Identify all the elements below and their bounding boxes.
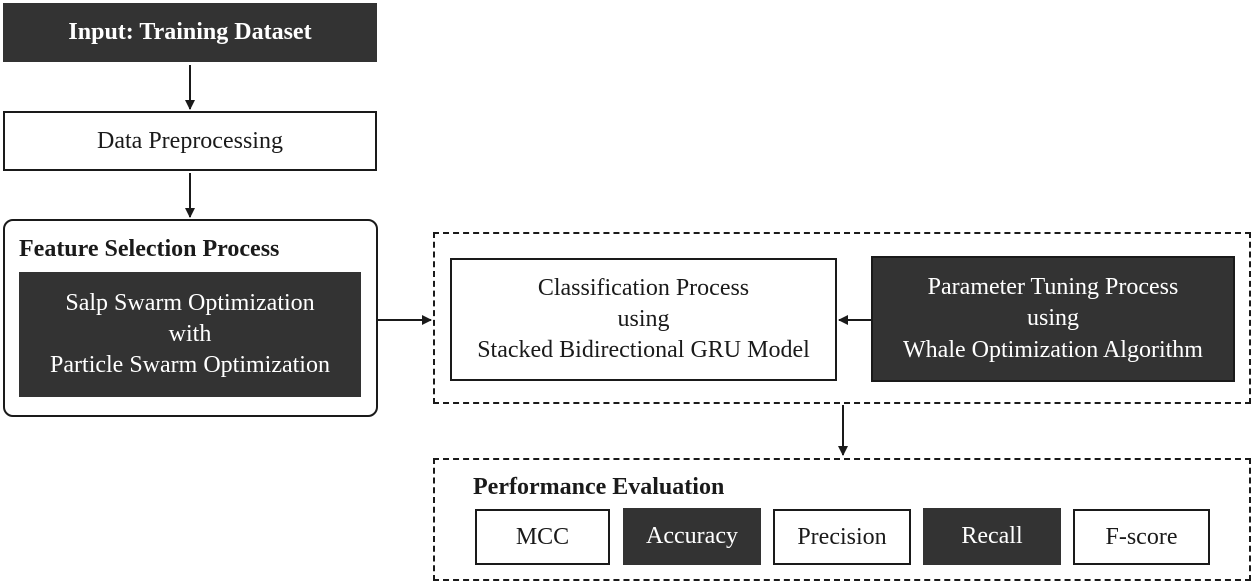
performance-evaluation-container: Performance Evaluation <box>433 458 1251 581</box>
tuning-line-2: using <box>1026 305 1079 332</box>
tuning-line-1: Parameter Tuning Process <box>927 274 1179 301</box>
classification-process-node: Classification Process using Stacked Bid… <box>450 258 837 381</box>
metric-mcc: MCC <box>475 509 610 565</box>
preprocessing-label: Data Preprocessing <box>97 127 283 154</box>
performance-evaluation-title: Performance Evaluation <box>473 474 725 500</box>
classification-line-3: Stacked Bidirectional GRU Model <box>477 337 810 364</box>
feature-selection-title: Feature Selection Process <box>19 236 280 262</box>
tuning-line-3: Whale Optimization Algorithm <box>903 336 1203 363</box>
metric-accuracy-label: Accuracy <box>646 523 738 549</box>
input-label: Input: Training Dataset <box>68 19 312 45</box>
data-preprocessing-node: Data Preprocessing <box>3 111 377 171</box>
method-line-3: Particle Swarm Optimization <box>50 352 330 379</box>
method-line-1: Salp Swarm Optimization <box>65 289 315 316</box>
metric-recall: Recall <box>923 508 1061 565</box>
method-line-2: with <box>168 320 212 347</box>
salp-pso-method-node: Salp Swarm Optimization with Particle Sw… <box>19 272 361 397</box>
classification-line-1: Classification Process <box>537 274 750 301</box>
metric-mcc-label: MCC <box>515 523 570 550</box>
metric-f-score-label: F-score <box>1105 523 1178 550</box>
metric-precision-label: Precision <box>797 523 887 550</box>
metric-f-score: F-score <box>1073 509 1210 565</box>
metric-accuracy: Accuracy <box>623 508 761 565</box>
parameter-tuning-node: Parameter Tuning Process using Whale Opt… <box>871 256 1235 382</box>
classification-line-2: using <box>617 305 670 332</box>
metric-recall-label: Recall <box>961 523 1023 549</box>
input-training-dataset-node: Input: Training Dataset <box>3 3 377 62</box>
metric-precision: Precision <box>773 509 911 565</box>
classification-tuning-container <box>433 232 1251 404</box>
